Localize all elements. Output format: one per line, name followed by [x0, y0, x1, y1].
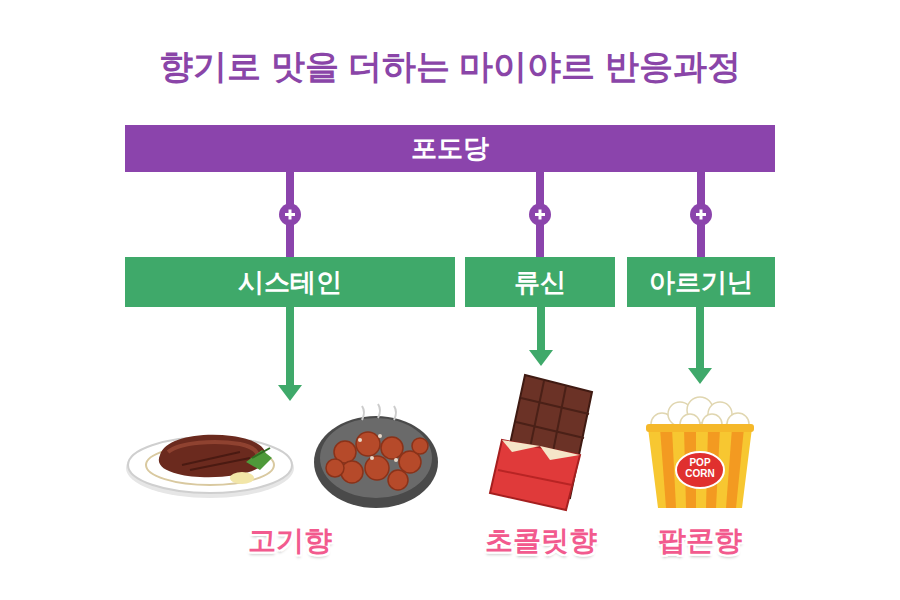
title: 향기로 맛을 더하는 마이야르 반응과정 [0, 44, 900, 90]
amino-acid-box: 류신 [465, 257, 615, 307]
node-label: 포도당 [411, 131, 489, 166]
popcorn-bucket [646, 397, 754, 508]
node-label: 류신 [514, 265, 566, 300]
aroma-label: 고기향 [248, 522, 332, 560]
chocolate-bar [490, 375, 592, 510]
connector [279, 172, 301, 257]
bucket-text: POP CORN [680, 457, 720, 479]
aroma-label: 초콜릿향 [485, 522, 597, 560]
dakgalbi-plate [314, 404, 438, 508]
node-label: 아르기닌 [649, 265, 753, 300]
node-label: 시스테인 [238, 265, 342, 300]
steak-plate [126, 435, 294, 498]
amino-acid-box: 시스테인 [125, 257, 455, 307]
connector [690, 172, 712, 257]
green-arrows [278, 307, 712, 401]
connector [529, 172, 551, 257]
amino-acid-box: 아르기닌 [627, 257, 775, 307]
glucose-band: 포도당 [125, 125, 775, 172]
aroma-label: 팝콘향 [658, 522, 742, 560]
